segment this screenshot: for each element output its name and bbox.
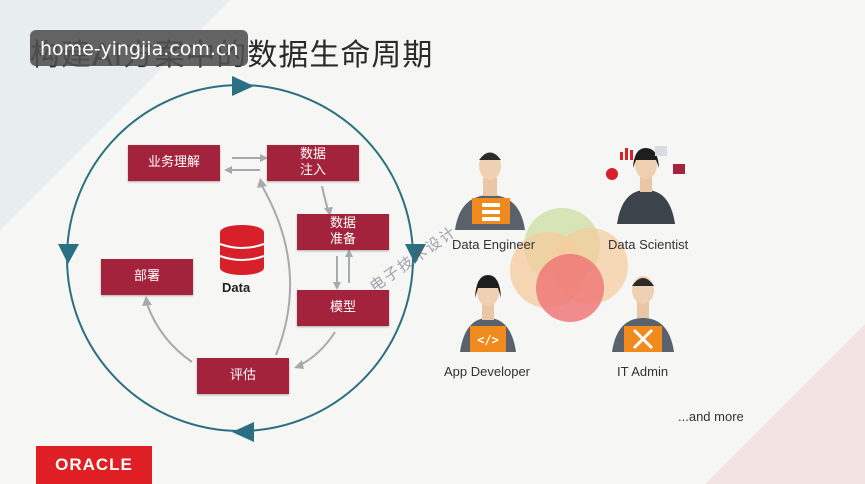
arrowhead-2 <box>224 166 232 174</box>
arrowhead-6 <box>294 360 304 369</box>
arrow-model-to-evaluate <box>299 331 336 366</box>
data-center-label: Data <box>222 280 251 295</box>
persona-label-data-scientist: Data Scientist <box>608 237 689 252</box>
person-it-admin <box>612 276 674 352</box>
cycle-arrow-right <box>405 244 426 264</box>
arrowhead-1 <box>260 154 268 162</box>
stage-data-prepare: 数据 准备 <box>297 214 389 250</box>
cycle-arrow-top <box>232 76 254 96</box>
arrow-evaluate-to-deploy <box>146 303 193 363</box>
arrowhead-4 <box>333 282 341 290</box>
persona-label-data-engineer: Data Engineer <box>452 237 536 252</box>
arrowhead-8 <box>257 178 267 188</box>
arrowhead-3 <box>324 207 333 216</box>
arrowhead-5 <box>345 249 353 257</box>
cycle-arrow-left <box>58 244 79 264</box>
oracle-logo: ORACLE <box>36 446 152 484</box>
arrowhead-7 <box>142 296 152 306</box>
persona-label-it-admin: IT Admin <box>617 364 669 379</box>
and-more-label: ...and more <box>678 409 744 424</box>
arrow-evaluate-to-ingest <box>261 185 292 356</box>
stage-evaluate: 评估 <box>197 358 289 394</box>
stage-business-understanding: 业务理解 <box>128 145 220 181</box>
stage-deploy: 部署 <box>101 259 193 295</box>
person-data-engineer <box>455 152 525 230</box>
code-icon <box>470 326 506 352</box>
arrow-ingest-to-prepare <box>321 185 329 211</box>
chart-icon <box>606 146 685 180</box>
stage-data-ingest: 数据 注入 <box>267 145 359 181</box>
person-app-developer: </> <box>460 275 516 352</box>
persona-label-app-developer: App Developer <box>444 364 530 379</box>
venn-diagram <box>510 208 628 322</box>
svg-text:</>: </> <box>477 333 499 347</box>
cycle-arrow-bottom <box>232 422 254 442</box>
person-data-scientist <box>606 146 685 224</box>
stage-model: 模型 <box>297 290 389 326</box>
watermark-badge: home-yingjia.com.cn <box>30 30 249 66</box>
database-icon <box>219 225 265 275</box>
background-corner-bottom-right <box>705 324 865 484</box>
